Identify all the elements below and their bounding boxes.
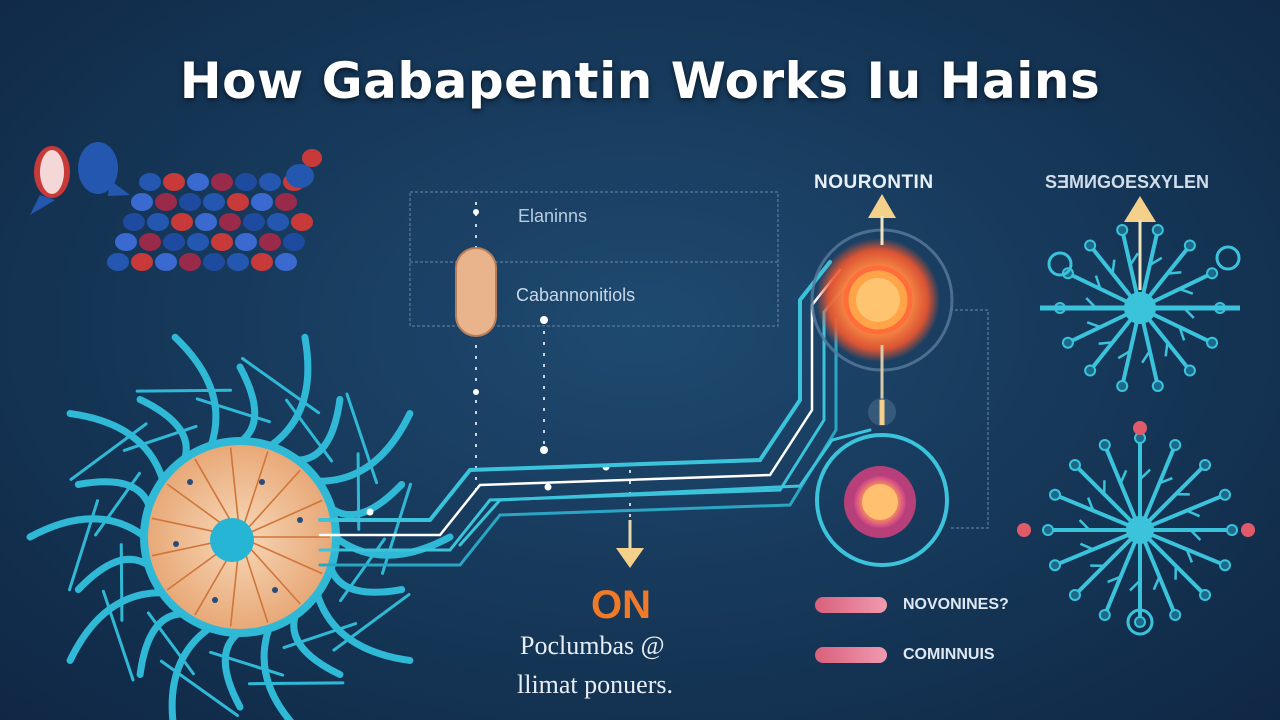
legend-swatch [815, 647, 887, 663]
gabapentin-capsule [455, 247, 497, 337]
up-arrow-icon-right [1124, 196, 1156, 290]
down-arrow-icon [616, 520, 644, 568]
fish-icon [30, 142, 130, 215]
cell-nucleus [210, 518, 254, 562]
label-box-upper: Elaninns [518, 206, 588, 226]
neuron-cell-right-bottom [1017, 421, 1255, 636]
molecule-beads [107, 149, 322, 271]
label-box-lower: Cabannonitiols [516, 285, 636, 305]
legend-swatch [815, 597, 887, 613]
signal-dotted-lines [475, 202, 883, 560]
description-line-2: llimat ponuers. [517, 670, 673, 699]
neuron-cell-right-top [1040, 224, 1241, 392]
legend-item-1: NOVONINES? [815, 596, 1009, 614]
neuron-cell-left [26, 333, 454, 720]
synapse-upper [810, 228, 954, 372]
label-on: ON [591, 583, 651, 627]
page-title: How Gabapentin Works Iu Hains [179, 52, 1101, 110]
molecule-cluster [30, 142, 322, 271]
signal-pathway [318, 260, 872, 567]
legend-item-2: COMINNUIS [815, 646, 995, 664]
legend-label: NOVONINES? [903, 596, 1009, 613]
right-connector [950, 309, 989, 529]
synapse-lower [815, 433, 949, 567]
label-top-right: SƎMИGOESXYLEN [1045, 172, 1209, 192]
description-line-1: Poclumbas @ [520, 631, 665, 660]
up-arrow-icon [868, 194, 896, 245]
label-nourontin: NOURONTIN [814, 172, 934, 193]
legend-label: COMINNUIS [903, 646, 995, 663]
